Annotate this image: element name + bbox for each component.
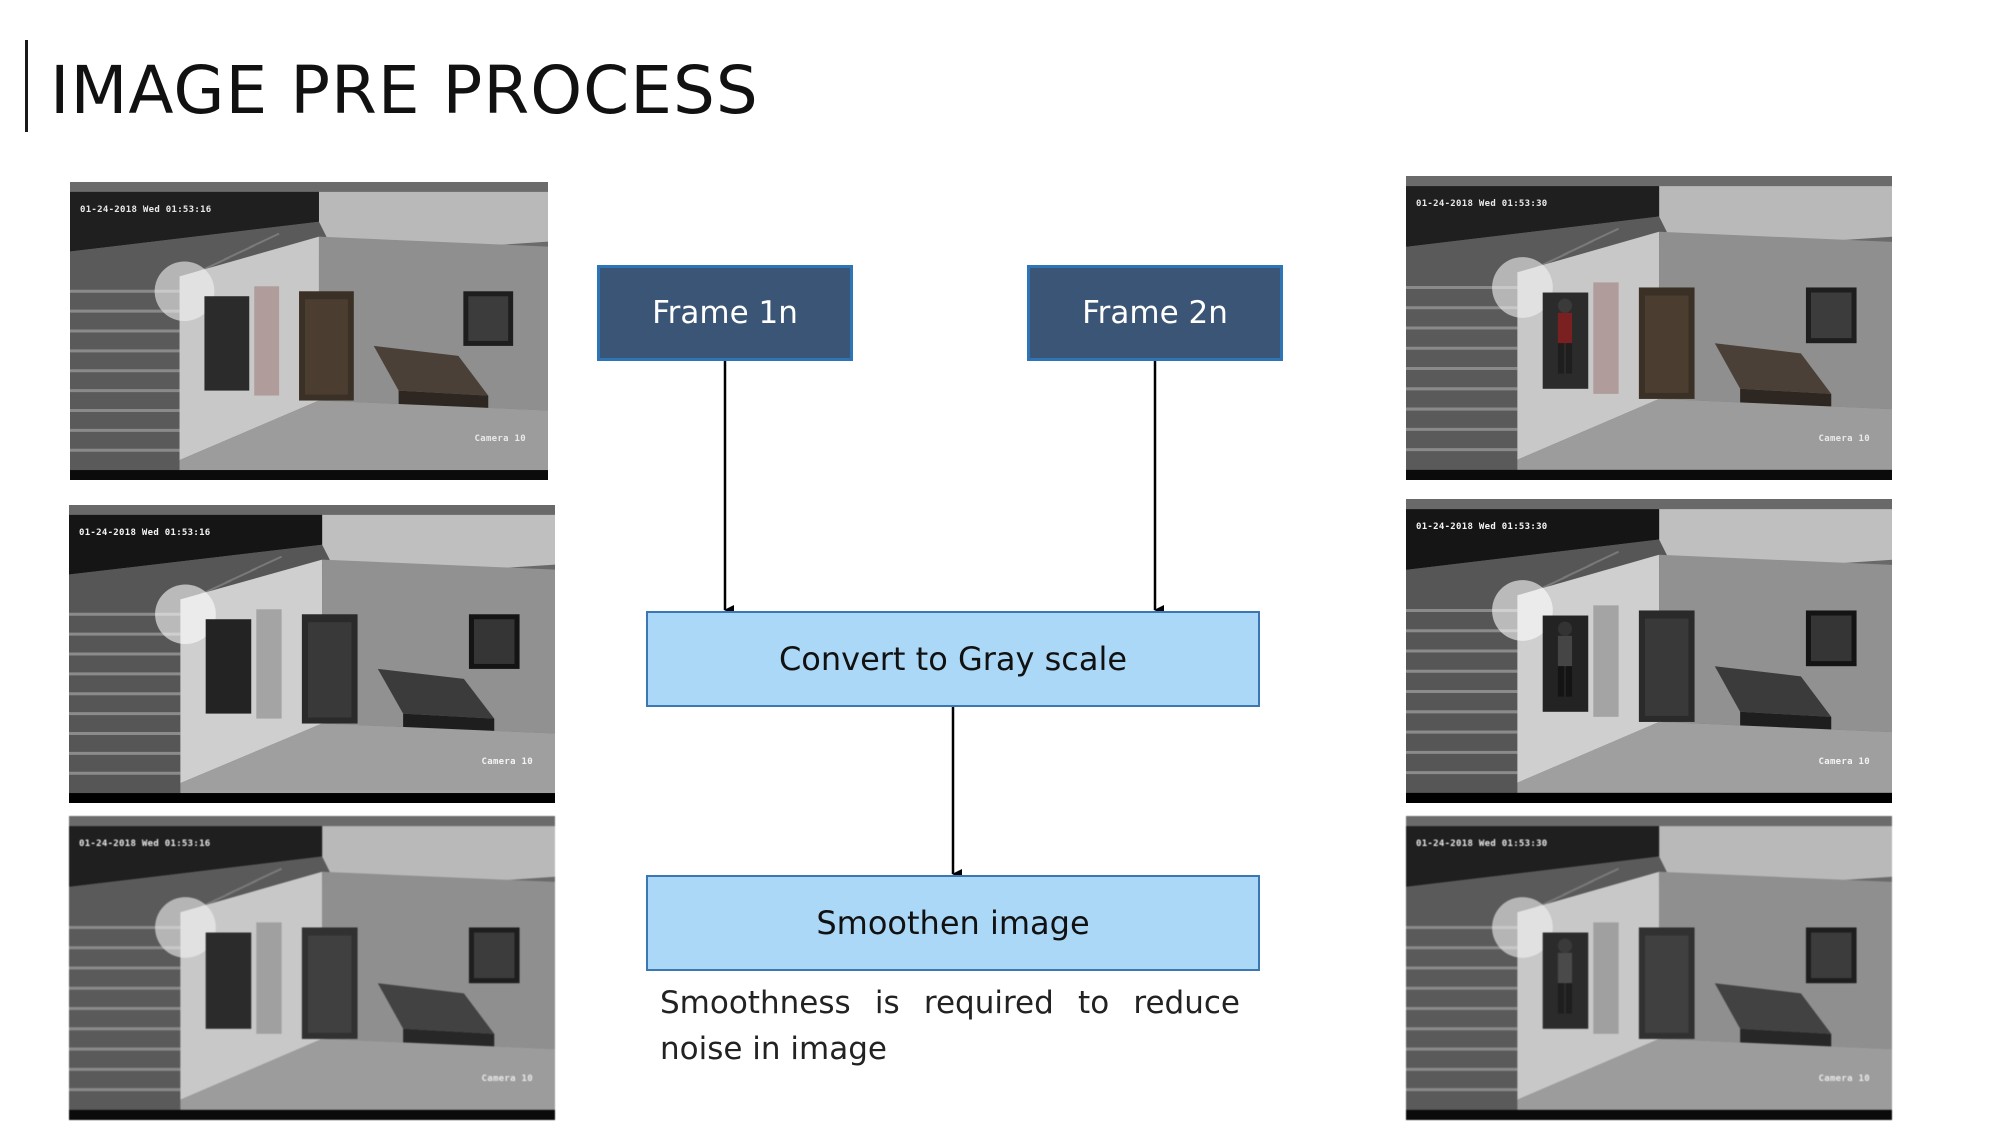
timestamp-label: 01-24-2018 Wed 01:53:30 — [1416, 522, 1548, 532]
camera-label: Camera 10 — [1818, 434, 1870, 444]
camera-label: Camera 10 — [1818, 757, 1870, 767]
camera-label: Camera 10 — [481, 1074, 533, 1084]
camera-label: Camera 10 — [474, 434, 526, 444]
smoothen-box: Smoothen image — [646, 875, 1260, 971]
thumbnail-frame2-smooth: 01-24-2018 Wed 01:53:30 Camera 10 — [1406, 816, 1892, 1120]
frame1-box: Frame 1n — [597, 265, 853, 361]
thumbnail-frame1-color: 01-24-2018 Wed 01:53:16 Camera 10 — [70, 182, 548, 480]
smoothness-note: Smoothness is required to reduce noise i… — [660, 985, 1240, 1067]
person-figure — [1557, 298, 1573, 374]
grayscale-box: Convert to Gray scale — [646, 611, 1260, 707]
page-title: IMAGE PRE PROCESS — [50, 52, 759, 129]
thumbnail-frame1-smooth: 01-24-2018 Wed 01:53:16 Camera 10 — [69, 816, 555, 1120]
frame2-box: Frame 2n — [1027, 265, 1283, 361]
thumbnail-frame2-color: 01-24-2018 Wed 01:53:30 Camera 10 — [1406, 176, 1892, 480]
timestamp-label: 01-24-2018 Wed 01:53:16 — [79, 528, 211, 538]
title-accent-bar — [25, 40, 28, 132]
timestamp-label: 01-24-2018 Wed 01:53:16 — [80, 205, 212, 215]
timestamp-label: 01-24-2018 Wed 01:53:16 — [79, 839, 211, 849]
timestamp-label: 01-24-2018 Wed 01:53:30 — [1416, 199, 1548, 209]
camera-label: Camera 10 — [1818, 1074, 1870, 1084]
thumbnail-frame2-gray: 01-24-2018 Wed 01:53:30 Camera 10 — [1406, 499, 1892, 803]
thumbnail-frame1-gray: 01-24-2018 Wed 01:53:16 Camera 10 — [69, 505, 555, 803]
camera-label: Camera 10 — [481, 757, 533, 767]
timestamp-label: 01-24-2018 Wed 01:53:30 — [1416, 839, 1548, 849]
